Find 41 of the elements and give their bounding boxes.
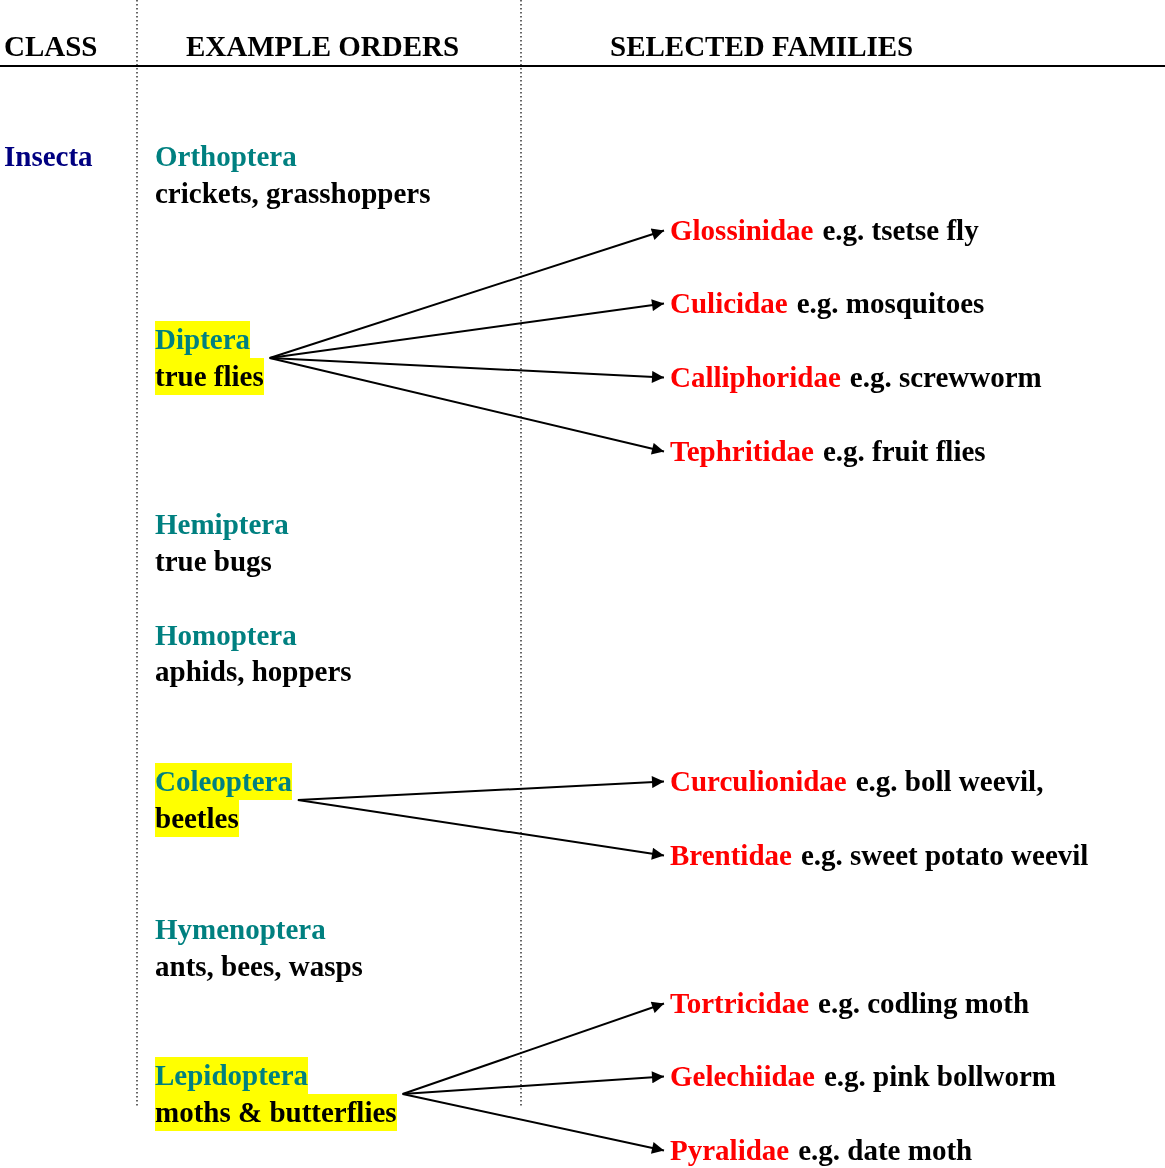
highlighted-common-name: moths & butterflies <box>155 1094 397 1131</box>
example-text: e.g. mosquitoes <box>796 287 985 319</box>
family-name: Gelechiidae <box>670 1060 815 1092</box>
common-name: aphids, hoppers <box>155 654 352 688</box>
family-name: Tortricidae <box>670 987 810 1019</box>
arrow <box>401 1001 665 1095</box>
example-text: e.g. boll weevil, <box>855 765 1044 797</box>
order-name: Homoptera <box>155 618 297 652</box>
highlighted-order-name: Diptera <box>155 321 251 358</box>
family-name: Tephritidae <box>670 435 814 467</box>
arrow <box>401 1093 665 1154</box>
highlighted-common-name: true flies <box>155 358 264 395</box>
example-text: e.g. sweet potato weevil <box>800 839 1089 871</box>
family-name: Curculionidae <box>670 765 847 797</box>
example-text: e.g. date moth <box>798 1134 973 1166</box>
highlighted-order-name: Coleoptera <box>155 763 292 800</box>
arrow <box>268 228 665 359</box>
example-text: e.g. tsetse fly <box>822 214 979 246</box>
family-name: Calliphoridae <box>670 361 841 393</box>
example-text: e.g. codling moth <box>818 987 1030 1019</box>
order-name: Orthoptera <box>155 139 297 173</box>
class-name: Insecta <box>4 139 93 173</box>
common-name: true bugs <box>155 544 272 578</box>
common-name: ants, bees, wasps <box>155 949 363 983</box>
example-text: e.g. fruit flies <box>822 435 986 467</box>
family-name: Pyralidae <box>670 1134 790 1166</box>
family-name: Brentidae <box>670 839 792 871</box>
column-heading: CLASS <box>4 29 98 63</box>
order-name: Hemiptera <box>155 507 289 541</box>
highlighted-common-name: beetles <box>155 800 239 837</box>
family-name: Culicidae <box>670 287 788 319</box>
order-name: Hymenoptera <box>155 912 326 946</box>
column-heading: EXAMPLE ORDERS <box>186 29 460 63</box>
common-name: crickets, grasshoppers <box>155 176 431 210</box>
arrow <box>268 357 665 455</box>
column-heading: SELECTED FAMILIES <box>610 29 914 63</box>
arrow <box>296 799 665 860</box>
family-name: Glossinidae <box>670 214 814 246</box>
example-text: e.g. screwworm <box>849 361 1042 393</box>
highlighted-order-name: Lepidoptera <box>155 1057 309 1094</box>
example-text: e.g. pink bollworm <box>824 1060 1056 1092</box>
